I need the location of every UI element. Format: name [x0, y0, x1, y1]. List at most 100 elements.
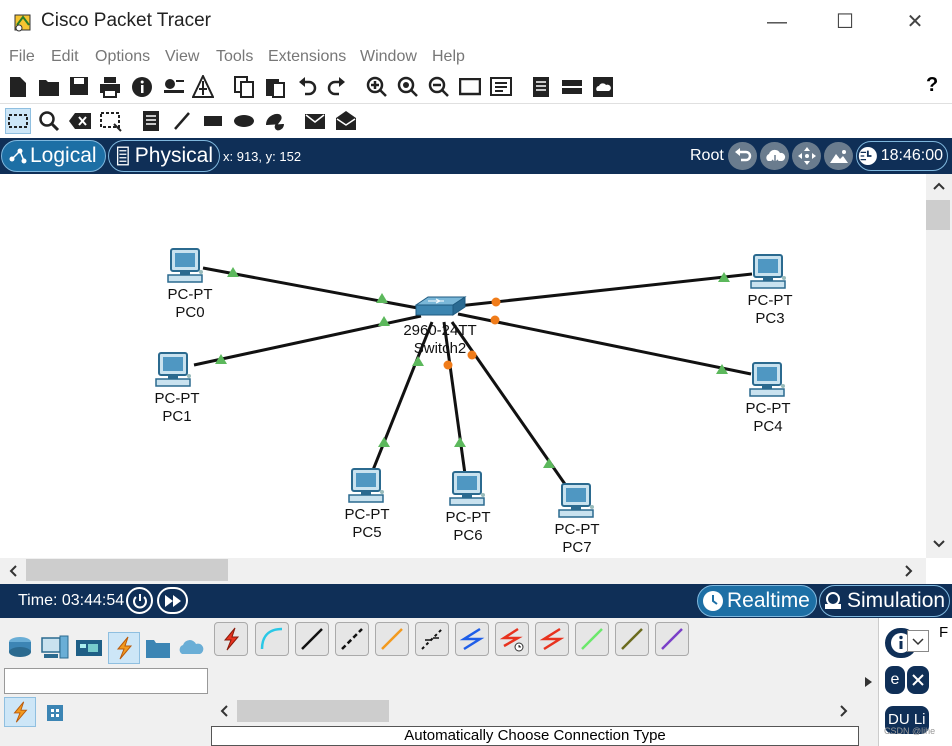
save-icon[interactable]: [69, 76, 89, 96]
scenario-dropdown[interactable]: [907, 630, 929, 652]
zoom-in-icon[interactable]: [366, 76, 388, 98]
connections-scrollbar[interactable]: [211, 698, 859, 724]
network-info-icon[interactable]: [192, 75, 214, 99]
document-icon[interactable]: [532, 76, 550, 98]
menu-view[interactable]: View: [165, 48, 200, 65]
help-button[interactable]: ?: [926, 74, 939, 96]
menu-help[interactable]: Help: [432, 48, 465, 65]
link-pc7-switch[interactable]: [450, 321, 569, 488]
connections-subcategory-button[interactable]: [4, 697, 36, 727]
auto-connection-button[interactable]: [214, 622, 248, 656]
clock-button[interactable]: 18:46:00: [856, 141, 948, 171]
resize-shape-icon[interactable]: [100, 110, 122, 132]
scroll-left-icon[interactable]: [9, 565, 17, 577]
scroll-right-icon[interactable]: [840, 705, 848, 717]
info-icon[interactable]: [131, 76, 153, 98]
scroll-left-icon[interactable]: [220, 705, 228, 717]
pdu-list-button[interactable]: DU Li: [885, 706, 929, 734]
activity-wizard-icon[interactable]: [162, 76, 186, 98]
miscellaneous-folder-icon[interactable]: [144, 636, 172, 660]
zoom-out-icon[interactable]: [428, 76, 450, 98]
usb-cable-button[interactable]: [655, 622, 689, 656]
components-icon[interactable]: [74, 636, 104, 660]
menu-window[interactable]: Window: [360, 48, 417, 65]
octal-cable-button[interactable]: [575, 622, 609, 656]
vertical-scroll-thumb[interactable]: [926, 200, 950, 230]
menu-options[interactable]: Options: [95, 48, 151, 65]
link-pc4-switch[interactable]: [457, 312, 752, 376]
simulation-tab[interactable]: Simulation: [819, 585, 950, 617]
maximize-button[interactable]: ☐: [836, 11, 854, 33]
multiuser-cloud-icon[interactable]: [176, 636, 206, 660]
copy-icon[interactable]: [233, 76, 255, 98]
custom-devices-icon[interactable]: [490, 77, 512, 97]
pc-icon[interactable]: [749, 362, 787, 398]
power-cycle-button[interactable]: [126, 587, 153, 614]
draw-line-icon[interactable]: [172, 110, 192, 132]
physical-tab[interactable]: Physical: [108, 140, 220, 172]
copper-straight-through-button[interactable]: [295, 622, 329, 656]
move-object-button[interactable]: [792, 142, 821, 170]
cloud-screen-icon[interactable]: [592, 76, 614, 98]
delete-icon[interactable]: [68, 112, 92, 130]
inspect-icon[interactable]: [38, 110, 60, 132]
menu-file[interactable]: File: [9, 48, 35, 65]
pc-icon[interactable]: [348, 468, 386, 504]
connections-category-button[interactable]: [108, 632, 140, 664]
pc-icon[interactable]: [167, 248, 205, 284]
grid-subcategory-icon[interactable]: [46, 704, 64, 722]
undo-icon[interactable]: [297, 76, 317, 98]
menu-edit[interactable]: Edit: [51, 48, 79, 65]
complex-pdu-icon[interactable]: [335, 109, 357, 131]
vertical-scrollbar[interactable]: [926, 174, 952, 558]
pc-icon[interactable]: [750, 254, 788, 290]
back-button[interactable]: [728, 142, 757, 170]
place-note-icon[interactable]: [142, 110, 160, 132]
drawing-palette-icon[interactable]: [459, 78, 481, 96]
minimize-button[interactable]: —: [767, 11, 787, 33]
panel-expand-icon[interactable]: [864, 676, 874, 688]
network-devices-icon[interactable]: [6, 634, 36, 662]
link-pc3-switch[interactable]: [457, 272, 753, 308]
fast-forward-button[interactable]: [157, 587, 188, 614]
realtime-tab[interactable]: Realtime: [697, 585, 817, 617]
phone-cable-button[interactable]: [415, 622, 449, 656]
link-pc6-switch[interactable]: [442, 321, 467, 475]
pc-icon[interactable]: [449, 471, 487, 507]
pdu-edit-button[interactable]: e: [885, 666, 905, 694]
close-button[interactable]: ✕: [906, 11, 924, 33]
pc-icon[interactable]: [155, 352, 193, 388]
new-cluster-button[interactable]: [760, 142, 789, 170]
redo-icon[interactable]: [327, 76, 347, 98]
paste-icon[interactable]: [264, 76, 286, 98]
scroll-down-icon[interactable]: [933, 540, 945, 548]
connections-scroll-thumb[interactable]: [237, 700, 389, 722]
copper-cross-over-button[interactable]: [335, 622, 369, 656]
simple-pdu-icon[interactable]: [304, 112, 326, 132]
iot-custom-cable-button[interactable]: [615, 622, 649, 656]
freeform-icon[interactable]: [264, 110, 286, 132]
menu-tools[interactable]: Tools: [216, 48, 254, 65]
coaxial-cable-button[interactable]: [455, 622, 489, 656]
scroll-right-icon[interactable]: [905, 565, 913, 577]
draw-ellipse-icon[interactable]: [233, 114, 255, 128]
select-tool-button[interactable]: [5, 108, 31, 134]
switch-icon[interactable]: [414, 296, 467, 316]
background-image-button[interactable]: [824, 142, 853, 170]
device-search-field[interactable]: [4, 668, 208, 694]
menu-extensions[interactable]: Extensions: [268, 48, 347, 65]
serial-dte-button[interactable]: [535, 622, 569, 656]
console-cable-button[interactable]: [255, 622, 289, 656]
logical-workspace[interactable]: PC-PT PC0 PC-PT PC1 PC-PT PC3 PC-PT PC4 …: [0, 174, 926, 558]
serial-dce-button[interactable]: [495, 622, 529, 656]
scroll-up-icon[interactable]: [933, 182, 945, 190]
zoom-reset-icon[interactable]: [397, 76, 419, 98]
new-file-icon[interactable]: [8, 76, 28, 98]
horizontal-scroll-thumb[interactable]: [26, 559, 228, 581]
fiber-button[interactable]: [375, 622, 409, 656]
pc-icon[interactable]: [558, 483, 596, 519]
print-icon[interactable]: [99, 76, 121, 98]
logical-tab[interactable]: Logical: [1, 140, 106, 172]
open-folder-icon[interactable]: [38, 77, 60, 97]
end-devices-icon[interactable]: [40, 634, 70, 662]
